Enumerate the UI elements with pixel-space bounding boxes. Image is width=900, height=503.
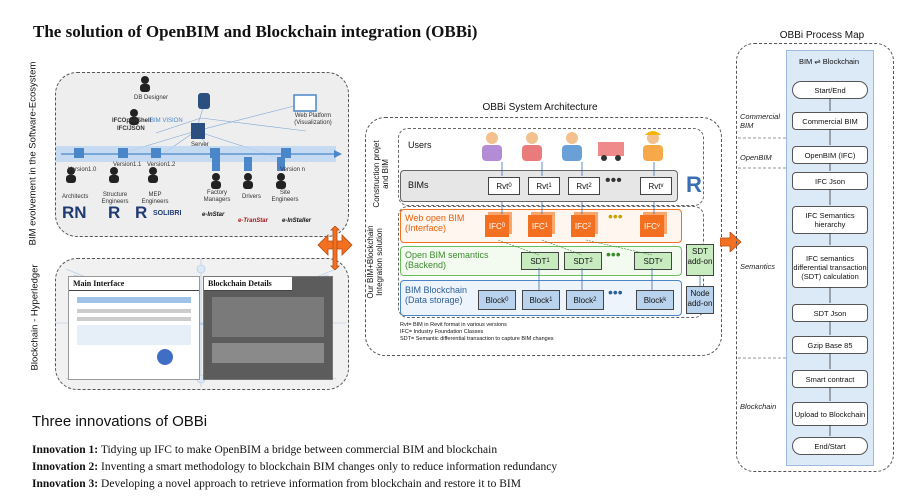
ifc-openshell-label: IFCOpenShell xyxy=(112,118,152,124)
category-openbim: OpenBIM xyxy=(740,153,772,162)
category-commercial-bim: Commercial BIM xyxy=(740,112,781,130)
process-map-header: BIM ⇌ Blockchain xyxy=(798,57,860,66)
process-map-arrows xyxy=(829,98,831,436)
innovation-1: Innovation 1: Tidying up IFC to make Ope… xyxy=(32,444,498,456)
main-interface-screenshot: Main Interface xyxy=(68,276,200,380)
bim-ecosystem-label: BIM evolvement in the Software-Ecosystem xyxy=(27,61,39,246)
construction-group-label: Construction projet and BIM xyxy=(372,140,390,208)
revit-logo-3: R xyxy=(135,203,148,222)
site-engineers-label: Site Engineers xyxy=(271,190,299,203)
architecture-connectors xyxy=(497,162,701,290)
einstaller-logo: e-InStaller xyxy=(282,218,312,224)
factory-managers-label: Factory Managers xyxy=(203,190,231,203)
sdt-addon-box: SDT add-on xyxy=(686,244,714,276)
ifc-json-label: IFC/JSON xyxy=(117,126,145,132)
revit-logo-2: R xyxy=(108,203,121,222)
blockchain-label: Blockchain - Hyperledger xyxy=(29,264,41,371)
version-label-1: Version1.1 xyxy=(113,162,142,168)
mep-engineers-label: MEP Engineers xyxy=(141,192,169,205)
bim-vision-label: BIM VISION xyxy=(150,118,183,124)
version-label-n: Version n xyxy=(280,167,306,173)
version-label-0: Version1.0 xyxy=(68,167,97,173)
category-semantics: Semantics xyxy=(740,262,776,271)
structure-engineers-label: Structure Engineers xyxy=(101,192,129,205)
architecture-note-2: IFC= Industry Foundation Classes xyxy=(400,329,484,335)
etranstar-logo: e-TranStar xyxy=(238,218,268,224)
architecture-note-3: SDT= Semantic differential transaction t… xyxy=(400,336,554,342)
solibri-logo: SOLIBRI xyxy=(153,210,182,217)
step-sdt-calculation: IFC semantics differential transaction (… xyxy=(792,246,868,288)
construction-group-box xyxy=(398,128,704,206)
innovation-2: Innovation 2: Inventing a smart methodol… xyxy=(32,461,558,473)
page-title: The solution of OpenBIM and Blockchain i… xyxy=(33,22,478,41)
step-ifc-semantics-hierarchy: IFC Semantics hierarchy xyxy=(792,206,868,234)
web-open-bim-label: Web open BIM (Interface) xyxy=(405,213,465,233)
bim-blockchain-label: BIM Blockchain (Data storage) xyxy=(405,285,468,305)
process-map-panel xyxy=(736,43,894,472)
category-blockchain: Blockchain xyxy=(740,402,777,411)
architecture-note-1: Rvt= BIM in Revit format in various vers… xyxy=(400,322,507,328)
architects-label: Architects xyxy=(62,194,89,200)
users-icons xyxy=(482,131,663,161)
arrow-to-process-map-icon xyxy=(720,232,742,252)
bim-ecosystem-diagram xyxy=(56,76,342,189)
version-label-2: Version1.2 xyxy=(147,162,176,168)
blockchain-details-title: Blockchain Details xyxy=(204,277,292,291)
process-map-separators xyxy=(738,137,786,359)
server-label: Server xyxy=(191,142,209,148)
bidirectional-arrows-icon xyxy=(317,226,353,270)
db-designer-label: DB Designer xyxy=(134,95,169,101)
architecture-title: OBBi System Architecture xyxy=(482,102,598,113)
users-label: Users xyxy=(408,140,432,150)
step-end-start: End/Start xyxy=(792,437,868,455)
innovation-3: Innovation 3: Developing a novel approac… xyxy=(32,478,521,490)
web-platform-label: Web Platform (Visualization) xyxy=(294,113,332,126)
open-bim-semantics-label: Open BIM semantics (Backend) xyxy=(405,250,489,270)
drivers-label: Drivers xyxy=(242,194,261,200)
bims-label: BIMs xyxy=(408,180,429,190)
step-upload-to-blockchain: Upload to Blockchain xyxy=(792,402,868,426)
innovations-heading: Three innovations of OBBi xyxy=(32,413,208,430)
einstar-logo: e-InStar xyxy=(202,212,225,218)
rvt-ellipsis: ••• xyxy=(605,172,622,189)
revit-logo-1: RN xyxy=(62,203,87,222)
revit-logo-icon: R xyxy=(686,172,702,197)
block-ellipsis: ••• xyxy=(608,284,623,300)
blockchain-details-screenshot: Blockchain Details xyxy=(203,276,333,380)
integration-group-label: Our BIM+Blockchain Integration solution xyxy=(366,225,384,299)
architecture-panel xyxy=(365,117,722,356)
main-interface-title: Main Interface xyxy=(69,277,199,291)
sdt-ellipsis: ••• xyxy=(606,246,621,262)
process-map-title: OBBi Process Map xyxy=(779,30,865,41)
ifc-ellipsis: ••• xyxy=(608,208,623,224)
node-addon-box: Node add-on xyxy=(686,286,714,314)
